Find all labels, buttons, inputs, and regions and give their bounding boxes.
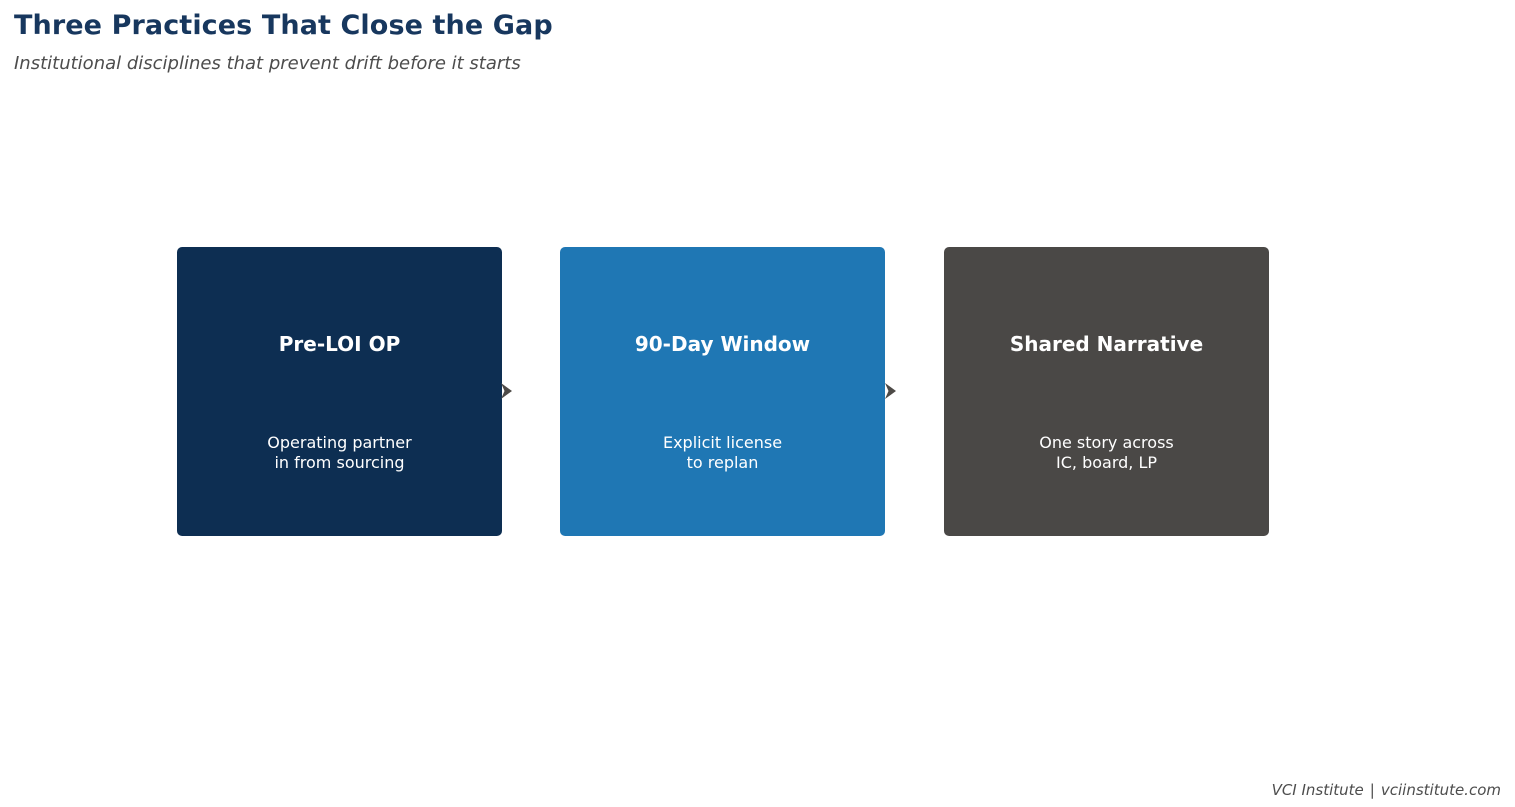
flow-step-card-2[interactable]: 90-Day Window Explicit license to replan <box>560 247 885 536</box>
flow-step-title-3: Shared Narrative <box>1009 332 1204 356</box>
page-title: Three Practices That Close the Gap <box>14 10 553 41</box>
footer-attribution: VCI Institute | vciinstitute.com <box>1272 781 1501 799</box>
flow-step-body-1: Operating partner in from sourcing <box>267 433 412 472</box>
header: Three Practices That Close the Gap Insti… <box>14 9 1474 75</box>
footer-organization: VCI Institute <box>1271 781 1364 799</box>
chevron-right-arrow-icon-1 <box>495 378 521 404</box>
footer-separator: | <box>1369 781 1375 799</box>
flow-step-body-3: One story across IC, board, LP <box>1039 433 1174 472</box>
page-subtitle: Institutional disciplines that prevent d… <box>14 52 521 74</box>
chevron-right-arrow-icon-2 <box>879 378 905 404</box>
flow-step-body-2: Explicit license to replan <box>662 433 783 472</box>
flow-step-title-2: 90-Day Window <box>634 332 811 356</box>
process-flow-diagram: Pre-LOI OP Operating partner in from sou… <box>177 247 1270 536</box>
flow-step-title-1: Pre-LOI OP <box>278 332 401 356</box>
footer-website: vciinstitute.com <box>1380 781 1501 799</box>
flow-step-card-1[interactable]: Pre-LOI OP Operating partner in from sou… <box>177 247 502 536</box>
flow-step-card-3[interactable]: Shared Narrative One story across IC, bo… <box>944 247 1269 536</box>
